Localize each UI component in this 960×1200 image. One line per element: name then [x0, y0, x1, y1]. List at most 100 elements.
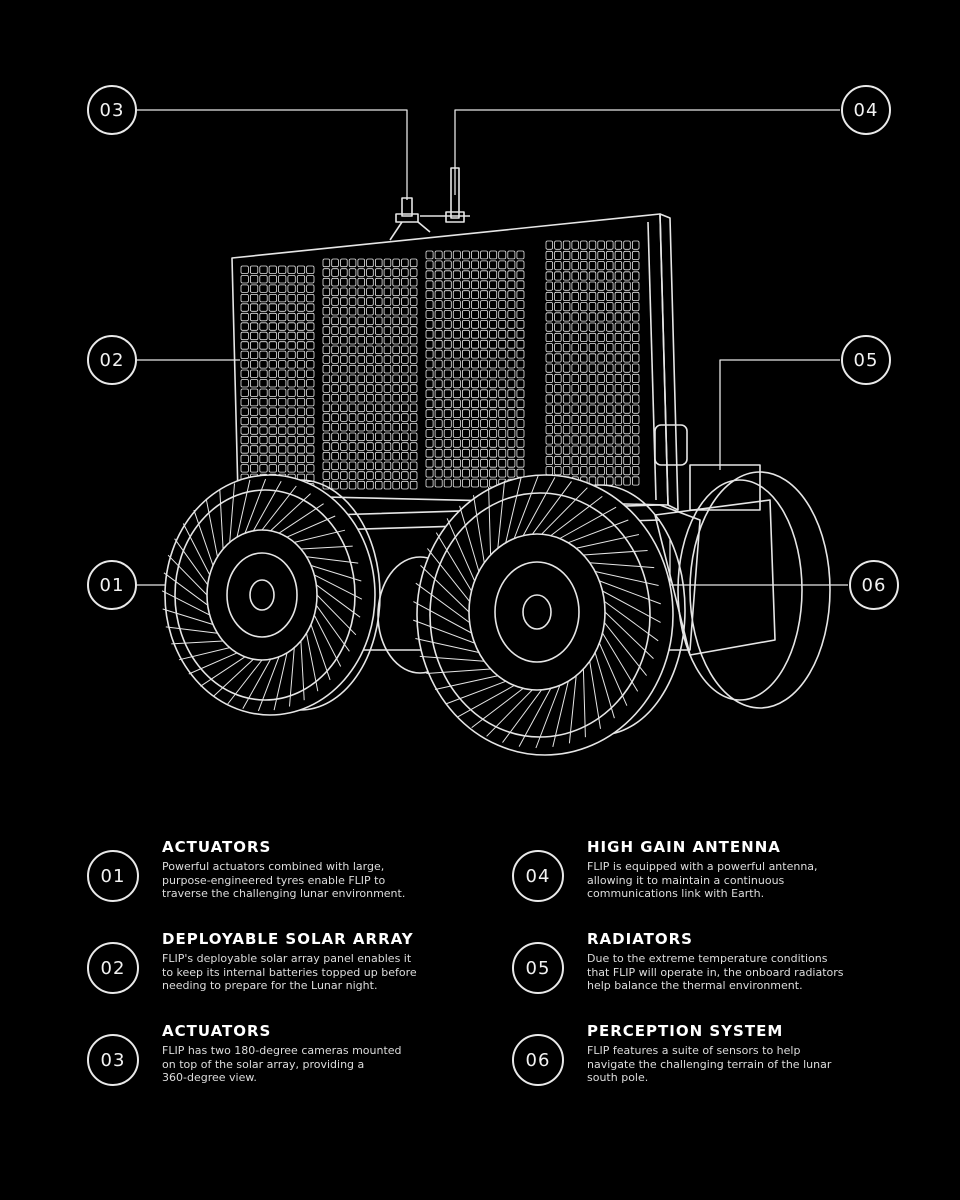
solar-cell [443, 438, 452, 448]
solar-cell [571, 312, 579, 322]
solar-cell [259, 293, 268, 303]
callout-06[interactable]: 06 [849, 560, 899, 610]
solar-cell [366, 326, 374, 335]
solar-cell [259, 454, 268, 464]
solar-cell [471, 478, 479, 488]
solar-cell [340, 268, 348, 277]
solar-cell [287, 416, 296, 426]
solar-cell [471, 438, 479, 448]
solar-cell [588, 404, 597, 414]
wheel-spoke [178, 647, 230, 661]
solar-cell [489, 399, 498, 409]
solar-cell [306, 416, 315, 426]
solar-cell [259, 464, 268, 473]
solar-cell [516, 250, 525, 260]
solar-cell [357, 306, 365, 316]
solar-cell [401, 413, 409, 422]
solar-cell [580, 332, 588, 342]
solar-cell [287, 454, 296, 464]
solar-cell [588, 312, 597, 322]
solar-cell [562, 353, 571, 363]
solar-cell [366, 258, 374, 268]
solar-cell [623, 343, 631, 353]
solar-cell [249, 265, 259, 274]
solar-cell [461, 429, 470, 438]
solar-cell [278, 454, 287, 464]
legend-text: FLIP has two 180-degree cameras mounted … [162, 1044, 402, 1084]
solar-cell [392, 345, 400, 355]
solar-cell [366, 374, 374, 384]
solar-cell [471, 300, 479, 309]
callout-02[interactable]: 02 [87, 335, 137, 385]
wheel-spoke [522, 477, 556, 536]
solar-cell [357, 384, 365, 393]
solar-cell [452, 329, 461, 339]
solar-cell [562, 271, 571, 281]
solar-cell [545, 271, 553, 281]
solar-cell [322, 432, 331, 442]
solar-cell [588, 455, 597, 465]
solar-cell [614, 445, 623, 455]
solar-cell [374, 442, 383, 451]
solar-cell [480, 379, 488, 389]
solar-cell [259, 350, 268, 360]
solar-cell [401, 403, 409, 413]
solar-cell [580, 384, 588, 394]
callout-01[interactable]: 01 [87, 560, 137, 610]
solar-cell [348, 316, 357, 326]
solar-cell [268, 388, 277, 397]
solar-cell [287, 407, 296, 416]
solar-cell [296, 265, 306, 274]
solar-cell [340, 258, 348, 268]
callout-05[interactable]: 05 [841, 335, 891, 385]
solar-cell [554, 353, 562, 363]
wheel-spoke [582, 668, 586, 738]
solar-cell [278, 322, 287, 331]
wheel-spoke [471, 688, 524, 728]
solar-cell [409, 442, 418, 451]
solar-cell [580, 322, 588, 332]
wheel-spoke [415, 638, 480, 653]
solar-cell [606, 271, 614, 281]
solar-cell [516, 438, 525, 448]
solar-cell [554, 466, 562, 476]
solar-cell [614, 476, 623, 486]
solar-cell [249, 331, 259, 341]
solar-cell [489, 280, 498, 290]
callout-04[interactable]: 04 [841, 85, 891, 135]
solar-cell [571, 445, 579, 455]
solar-cell [392, 442, 400, 451]
solar-cell [606, 425, 614, 435]
solar-cell [507, 250, 516, 260]
wheel-spoke [174, 538, 209, 586]
solar-cell [306, 407, 315, 416]
solar-cell [480, 319, 488, 329]
solar-cell [554, 445, 562, 455]
solar-cell [259, 416, 268, 426]
solar-cell [632, 466, 640, 476]
solar-cell [461, 359, 470, 369]
solar-cell [331, 355, 339, 364]
wheel-spoke [182, 523, 211, 576]
solar-cell [401, 277, 409, 287]
solar-cell [606, 363, 614, 373]
legend-number: 03 [87, 1034, 139, 1086]
solar-cell [507, 349, 516, 359]
solar-cell [322, 442, 331, 451]
callout-03[interactable]: 03 [87, 85, 137, 135]
solar-cell [452, 250, 461, 260]
solar-cell [632, 394, 640, 404]
solar-cell [278, 341, 287, 350]
solar-cell [296, 369, 306, 378]
solar-cell [614, 384, 623, 394]
solar-cell [623, 291, 631, 301]
solar-cell [507, 409, 516, 419]
solar-cell [507, 468, 516, 478]
solar-cell [392, 287, 400, 297]
solar-cell [268, 303, 277, 312]
solar-cell [623, 404, 631, 414]
solar-cell [401, 442, 409, 451]
solar-cell [296, 379, 306, 388]
solar-cell [357, 461, 365, 471]
solar-cell [498, 359, 507, 369]
